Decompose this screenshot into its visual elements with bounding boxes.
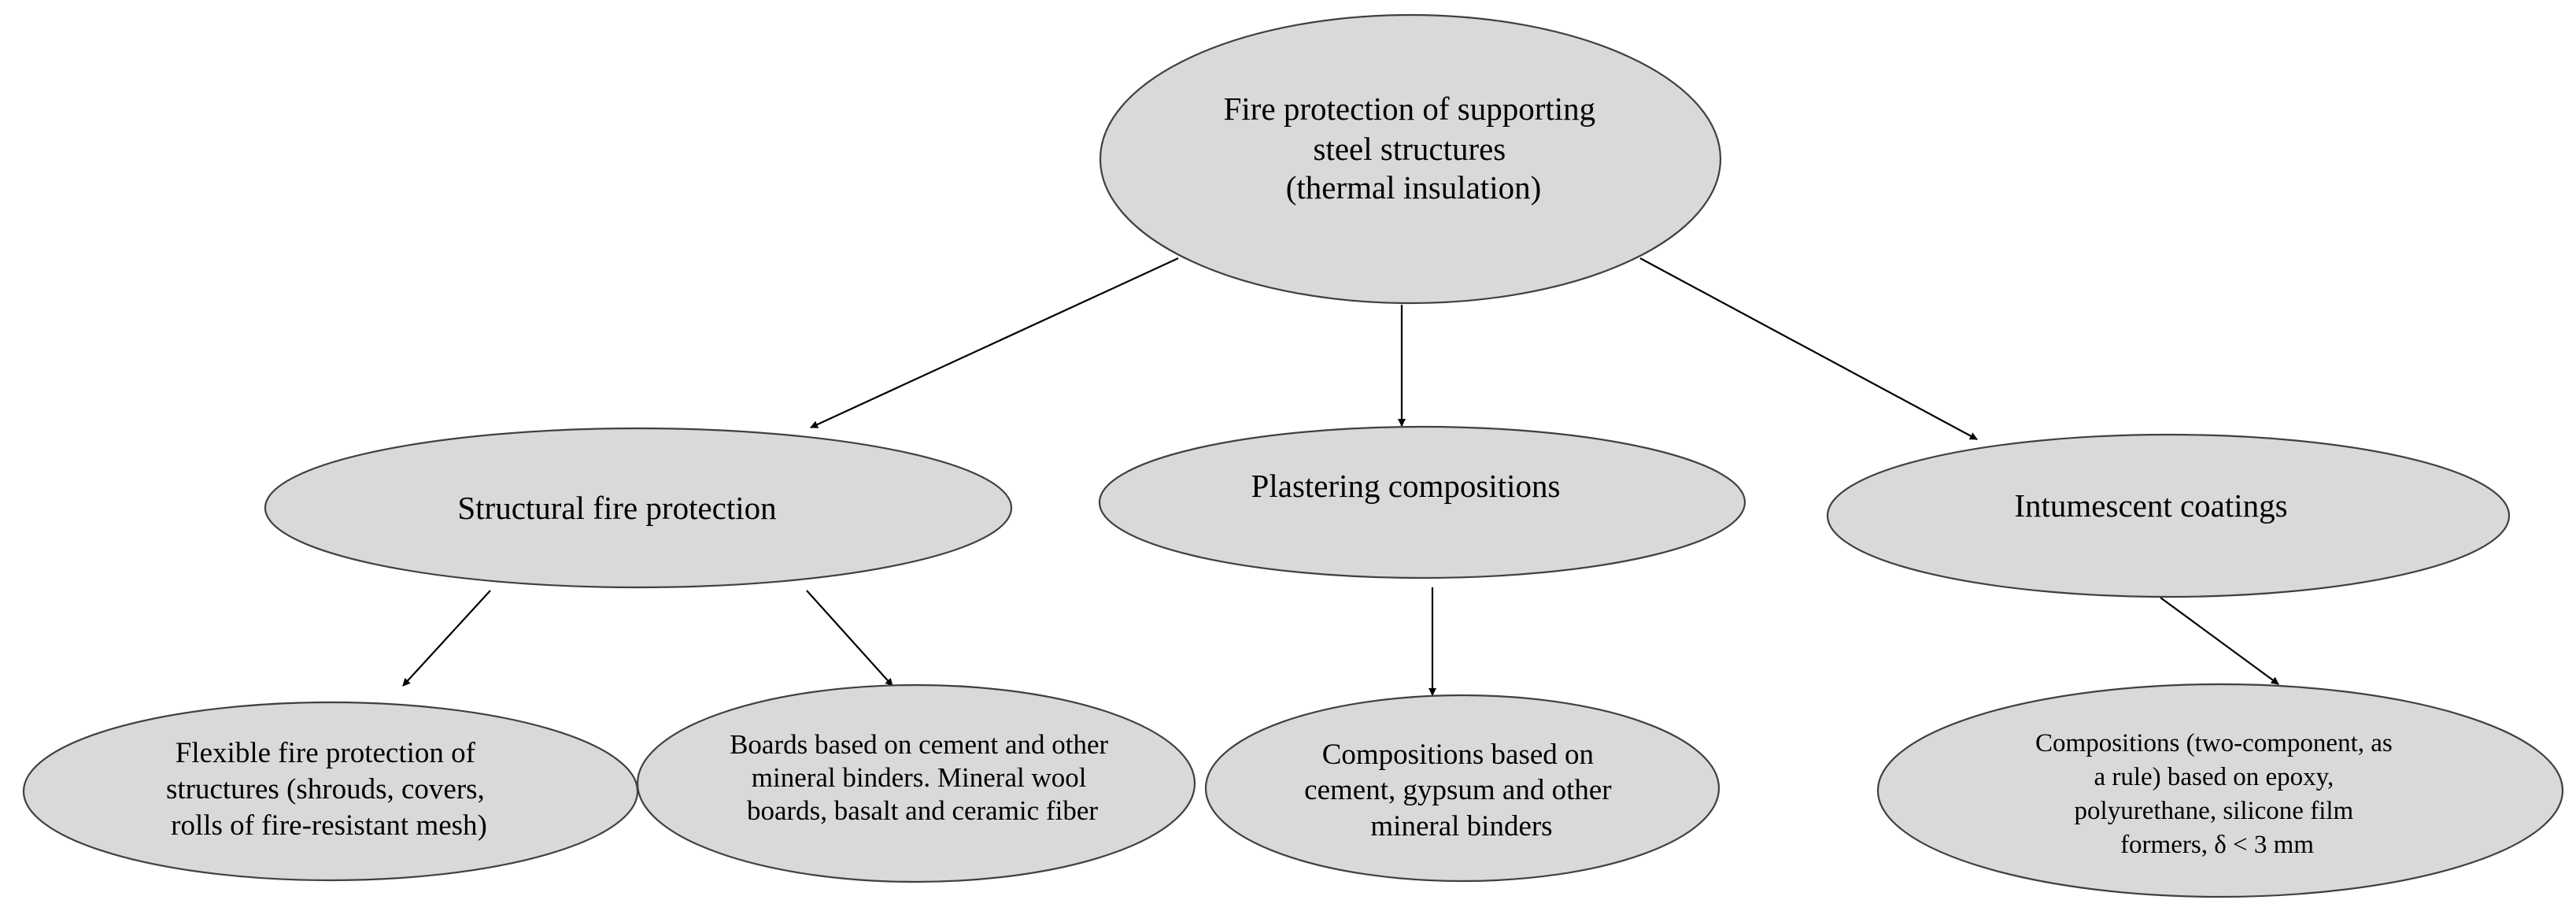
edges <box>402 257 2279 696</box>
node-plastering-shape <box>1098 425 1746 580</box>
edge-root-to-intumescent <box>1639 257 1978 440</box>
node-plastering-label: Plastering compositions <box>1251 468 1561 504</box>
node-flexible-line-3: rolls of fire-resistant mesh) <box>171 809 487 842</box>
node-intumescent-line-1: Intumescent coatings <box>2014 487 2287 524</box>
node-boards-line-1: Boards based on cement and other <box>730 729 1108 760</box>
node-epoxy-line-1: Compositions (two-component, as <box>2035 729 2393 757</box>
node-compositions-shape <box>1204 694 1720 883</box>
node-boards-shape <box>636 683 1196 883</box>
edge-structural-to-flexible <box>402 590 491 687</box>
node-structural-line-1: Structural fire protection <box>457 490 776 526</box>
node-boards-line-3: boards, basalt and ceramic fiber <box>747 795 1098 826</box>
node-epoxy: Compositions (two-component, as a rule) … <box>1876 683 2564 898</box>
node-structural-shape <box>264 427 1013 589</box>
node-compositions-line-2: cement, gypsum and other <box>1304 774 1611 806</box>
node-plastering-line-1: Plastering compositions <box>1251 468 1561 504</box>
node-epoxy-label: Compositions (two-component, as a rule) … <box>2035 729 2399 859</box>
node-compositions: Compositions based on cement, gypsum and… <box>1204 694 1720 883</box>
node-flexible-label: Flexible fire protection of structures (… <box>166 737 492 842</box>
node-boards: Boards based on cement and other mineral… <box>636 683 1196 883</box>
node-root-line-2: steel structures <box>1313 131 1506 167</box>
node-boards-line-2: mineral binders. Mineral wool <box>752 762 1087 793</box>
node-structural: Structural fire protection <box>264 427 1013 589</box>
node-intumescent-shape <box>1826 433 2511 598</box>
node-root: Fire protection of supporting steel stru… <box>1099 13 1722 305</box>
node-root-line-3: (thermal insulation) <box>1286 169 1542 206</box>
node-flexible-line-2: structures (shrouds, covers, <box>166 773 485 805</box>
node-compositions-line-3: mineral binders <box>1370 810 1552 842</box>
node-flexible-line-1: Flexible fire protection of <box>176 737 476 769</box>
node-root-label: Fire protection of supporting steel stru… <box>1224 91 1604 206</box>
edge-intumescent-to-epoxy <box>2160 597 2279 685</box>
node-plastering: Plastering compositions <box>1098 425 1746 580</box>
node-root-line-1: Fire protection of supporting <box>1224 91 1596 127</box>
node-flexible: Flexible fire protection of structures (… <box>22 701 639 882</box>
node-epoxy-line-4: formers, δ < 3 mm <box>2120 831 2314 859</box>
node-epoxy-shape <box>1876 683 2564 898</box>
node-compositions-label: Compositions based on cement, gypsum and… <box>1304 739 1619 842</box>
node-epoxy-line-3: polyurethane, silicone film <box>2075 797 2354 825</box>
node-structural-label: Structural fire protection <box>457 490 776 526</box>
node-intumescent: Intumescent coatings <box>1826 433 2511 598</box>
node-boards-label: Boards based on cement and other mineral… <box>730 729 1115 826</box>
edge-structural-to-boards <box>806 590 893 687</box>
node-root-shape <box>1099 13 1722 305</box>
node-epoxy-line-2: a rule) based on epoxy, <box>2094 763 2334 791</box>
edge-root-to-structural <box>810 257 1179 428</box>
node-compositions-line-1: Compositions based on <box>1322 739 1594 771</box>
node-intumescent-label: Intumescent coatings <box>2014 487 2287 524</box>
